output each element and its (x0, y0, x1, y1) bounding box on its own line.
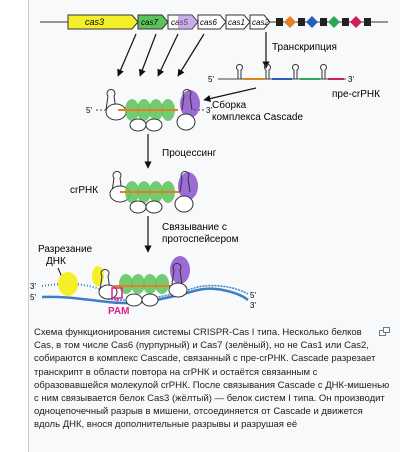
dna-cut-label-line2: ДНК (46, 256, 66, 267)
gene-cas6: cas6 (178, 14, 227, 30)
svg-text:5': 5' (250, 291, 256, 300)
gene-cas3: cas3 (67, 14, 139, 30)
cascade-complex-1: 5' 3' (86, 88, 212, 132)
assembly-label: Сборка (212, 99, 247, 111)
svg-text:cas6: cas6 (200, 18, 217, 27)
figure-caption: Схема функционирования системы CRISPR-Ca… (34, 326, 390, 432)
figure-container (28, 0, 400, 452)
svg-text:cas2: cas2 (252, 18, 269, 27)
pre-crrna: 5' 3' (208, 63, 354, 84)
enlarge-icon[interactable] (379, 327, 390, 340)
svg-text:3': 3' (348, 75, 354, 84)
binding-label-line2: протоспейсером (162, 234, 239, 245)
assembly-label-line2: комплекса Cascade (212, 112, 303, 123)
assembly-arrow (203, 87, 257, 103)
binding-label: Связывание с (162, 222, 227, 233)
cascade-complex-2 (109, 170, 198, 214)
svg-text:3': 3' (30, 282, 36, 291)
gene-cas1: cas1 (225, 14, 251, 30)
target-dna-complex: 3' 5' 5' 3' (30, 256, 256, 310)
svg-text:3': 3' (250, 301, 256, 310)
svg-text:5': 5' (86, 106, 92, 115)
svg-text:3': 3' (206, 106, 212, 115)
svg-text:5': 5' (208, 75, 214, 84)
crispr-array (276, 16, 371, 28)
transcription-label: Транскрипция (272, 42, 337, 53)
pre-crrna-label: пре-crРНК (332, 89, 380, 100)
pam-label: PAM (108, 306, 129, 317)
crispr-cascade-diagram: cas3 cas7 cas5 cas6 cas1 cas2 (30, 14, 388, 317)
crrna-label: crРНК (70, 185, 98, 196)
gene-cas2: cas2 (249, 14, 271, 30)
svg-text:5': 5' (30, 293, 36, 302)
caption-text: Схема функционирования системы CRISPR-Ca… (34, 327, 390, 431)
dna-cut-label: Разрезание (38, 244, 93, 255)
translation-arrows (117, 33, 205, 77)
processing-label: Процессинг (162, 148, 217, 159)
svg-text:cas1: cas1 (228, 18, 245, 27)
svg-text:cas3: cas3 (85, 17, 104, 27)
gene-cas7: cas7 (137, 14, 169, 30)
svg-text:cas7: cas7 (141, 18, 158, 27)
